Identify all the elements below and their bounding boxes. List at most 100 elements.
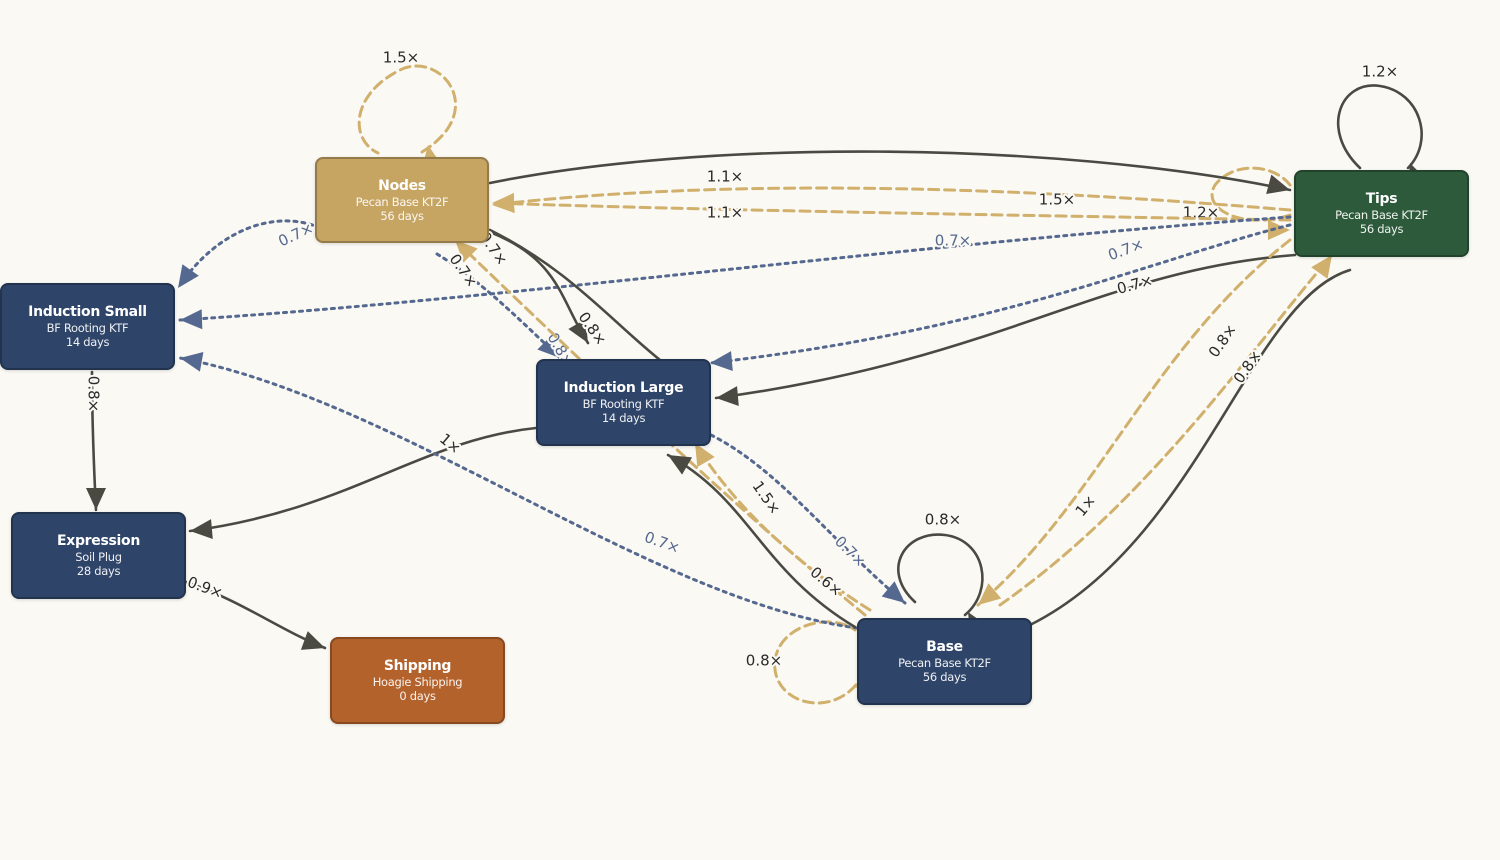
node-medium: BF Rooting KTF (46, 321, 129, 335)
edge-label: 0.8× (925, 511, 961, 529)
edge-line[interactable] (488, 228, 662, 362)
edge-line[interactable] (998, 253, 1334, 607)
node-name: Nodes (378, 177, 426, 194)
edge-line[interactable] (357, 64, 457, 155)
arrowhead-icon (695, 443, 715, 468)
node-duration: 56 days (922, 670, 967, 684)
arrowhead-icon (537, 335, 560, 358)
edge-label: 0.7× (446, 251, 482, 291)
node-medium: Pecan Base KT2F (1335, 208, 1428, 222)
edge-nodes-to-induction_small[interactable]: 0.7× (170, 217, 322, 294)
edge-line[interactable] (178, 356, 859, 630)
edge-label: 0.9× (185, 573, 225, 602)
arrowhead-icon (86, 488, 106, 510)
edge-label: 0.7× (642, 528, 682, 557)
node-name: Induction Small (28, 304, 147, 320)
edge-line[interactable] (714, 253, 1297, 400)
arrowhead-icon (978, 583, 1002, 605)
node-name: Base (926, 639, 963, 655)
edge-line[interactable] (773, 620, 858, 705)
node-duration: 14 days (65, 335, 110, 349)
node-duration: 28 days (76, 564, 121, 578)
arrowhead-icon (710, 351, 733, 372)
edge-induction_small-to-expression[interactable]: 0.8× (83, 370, 107, 512)
arrowhead-icon (300, 631, 325, 650)
edge-tips-to-nodes[interactable]: 1.5× (490, 186, 1292, 215)
node-duration: 56 days (1359, 222, 1404, 236)
edge-line[interactable] (1028, 268, 1352, 627)
edge-expression-to-shipping[interactable]: 0.9× (183, 571, 328, 658)
node-medium: Pecan Base KT2F (355, 194, 449, 209)
node-medium: Hoagie Shipping (372, 675, 463, 689)
edge-line[interactable] (188, 426, 538, 533)
edge-base-to-tips[interactable]: 0.8× (998, 249, 1340, 607)
edge-line[interactable] (435, 252, 562, 360)
arrowhead-icon (1268, 220, 1290, 240)
edge-label: 1× (436, 430, 465, 458)
edge-label: 1.1× (707, 168, 743, 186)
edge-label: 1.2× (1362, 63, 1398, 81)
edge-label: 0.8× (746, 652, 782, 670)
node-name: Tips (1365, 191, 1398, 207)
edge-line[interactable] (693, 441, 872, 612)
edge-line[interactable] (178, 215, 1292, 322)
edge-label: 0.7× (935, 232, 971, 250)
arrowhead-icon (1266, 174, 1290, 194)
edge-line[interactable] (488, 150, 1292, 192)
edge-line[interactable] (490, 186, 1292, 212)
edge-nodes-to-tips[interactable]: 1.1× (488, 150, 1293, 200)
edge-line[interactable] (1336, 84, 1423, 170)
node-medium: Pecan Base KT2F (898, 656, 991, 670)
arrowhead-icon (668, 455, 693, 475)
edge-line[interactable] (976, 238, 1292, 607)
edge-line[interactable] (708, 223, 1292, 365)
edge-induction_large-to-expression[interactable]: 1× (188, 426, 538, 541)
edge-tips-to-nodes[interactable]: 1.1× (490, 193, 1292, 224)
edge-base-to-induction_large[interactable]: 0.6× (663, 446, 857, 629)
edge-tips-to-induction_large[interactable]: 0.7× (708, 223, 1292, 373)
edge-label: 1.5× (1039, 191, 1075, 209)
edge-tips-to-tips[interactable]: 1.2× (1336, 61, 1427, 188)
edge-line[interactable] (176, 219, 322, 290)
edge-label: 0.8× (85, 376, 103, 412)
edge-line[interactable] (709, 433, 907, 605)
node-medium: BF Rooting KTF (582, 397, 665, 411)
edge-nodes-to-base[interactable]: 0.7× (474, 227, 662, 362)
edge-nodes-to-nodes[interactable]: 1.5× (357, 47, 457, 169)
node-name: Shipping (383, 658, 452, 674)
arrowhead-icon (568, 318, 588, 343)
edge-line[interactable] (666, 453, 857, 629)
arrowhead-icon (716, 386, 739, 407)
arrowhead-icon (492, 193, 515, 214)
arrowhead-icon (190, 519, 213, 540)
edge-tips-to-base[interactable]: 1× (972, 238, 1292, 613)
arrowhead-icon (178, 264, 199, 288)
edge-line[interactable] (1210, 166, 1292, 222)
edge-line[interactable] (490, 201, 1292, 222)
edge-label: 1.5× (383, 49, 419, 67)
node-name: Induction Large (563, 380, 684, 396)
arrowhead-icon (180, 309, 203, 330)
node-medium: Soil Plug (75, 550, 122, 564)
edge-nodes-to-base[interactable]: 0.7× (709, 433, 911, 611)
edge-tips-to-induction_small[interactable]: 0.7× (178, 215, 1292, 330)
edge-base-to-tips[interactable]: 0.8× (1028, 268, 1352, 627)
arrowhead-icon (881, 581, 905, 603)
node-name: Expression (56, 533, 141, 549)
edge-tips-to-induction_large[interactable]: 0.7× (714, 253, 1297, 408)
edge-label: 1.1× (707, 204, 743, 222)
arrowhead-icon (455, 240, 478, 263)
node-duration: 0 days (399, 689, 436, 703)
edge-label: 0.7× (1106, 235, 1146, 264)
arrowhead-icon (1311, 255, 1332, 279)
edge-line[interactable] (897, 533, 984, 617)
arrowhead-icon (180, 351, 204, 372)
